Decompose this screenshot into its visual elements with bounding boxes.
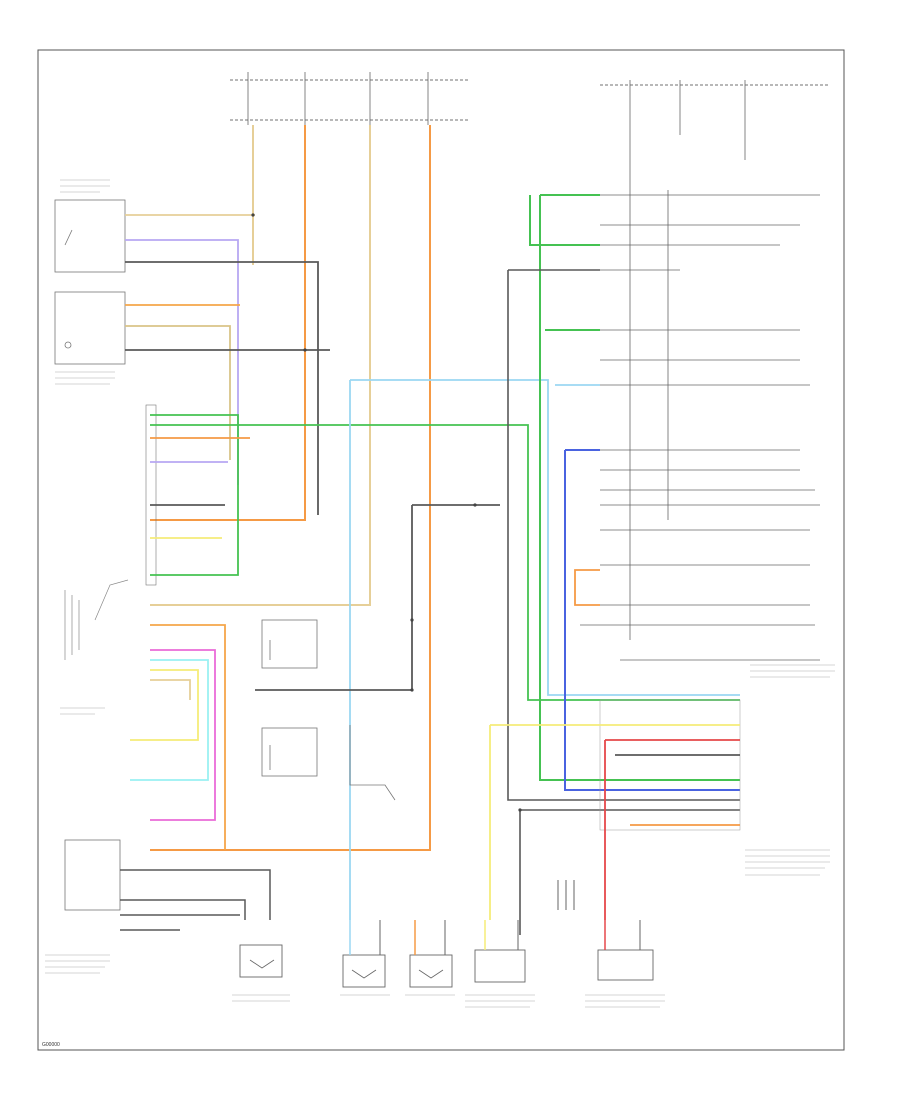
diagram-frame xyxy=(37,49,845,1051)
right-connector-wires xyxy=(489,724,740,920)
relay-2 xyxy=(261,725,396,801)
fuse-stubs xyxy=(247,72,746,160)
wire-orange-main xyxy=(150,125,306,521)
left-sensor-2 xyxy=(54,291,126,365)
wire-orange-2 xyxy=(150,125,431,851)
right-gray-bus xyxy=(507,269,740,935)
cooling-fan-right xyxy=(409,920,453,988)
right-vertical-conn xyxy=(629,135,669,640)
left-bottom-wires xyxy=(120,869,271,931)
cooling-fan-left xyxy=(342,920,386,988)
relay-1 xyxy=(261,619,318,669)
right-connector-block xyxy=(599,699,741,831)
right-switch-lines xyxy=(580,194,820,661)
control-module-connector xyxy=(145,404,157,586)
left-sensor-1 xyxy=(54,199,126,273)
small-sensor xyxy=(557,880,575,910)
wire-blue xyxy=(564,449,740,791)
ac-compressor xyxy=(597,920,654,981)
wire-orange-right xyxy=(574,569,600,606)
label-strokes xyxy=(45,179,835,1008)
left-lower-wires xyxy=(130,624,226,850)
right-green-bus xyxy=(529,194,740,781)
left-sensor-wires xyxy=(125,214,330,515)
fuse-wires xyxy=(150,125,431,851)
power-bus-lines xyxy=(230,79,828,121)
left-bottom-connector xyxy=(64,839,121,911)
middle-wires xyxy=(255,379,740,920)
mode-switch-symbol xyxy=(64,579,129,660)
pressure-sensor xyxy=(474,920,526,983)
figure-code: G00000 xyxy=(42,1042,60,1048)
wire-tan-2 xyxy=(150,125,371,606)
module-wires xyxy=(150,414,740,701)
junction-dots xyxy=(251,213,522,812)
blower-motor xyxy=(239,944,283,978)
